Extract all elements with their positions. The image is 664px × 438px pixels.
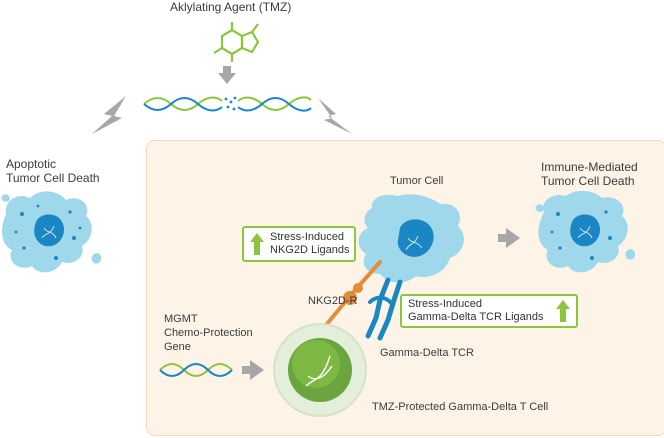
nkg2d-ligands-text: Stress-Induced NKG2D Ligands xyxy=(270,231,350,256)
nkg2d-r-label: NKG2D-R xyxy=(308,295,358,307)
nkg2d-ligands-callout: Stress-Induced NKG2D Ligands xyxy=(242,226,356,262)
gamma-delta-tcr-icon xyxy=(365,277,403,341)
lightning-bolt-left-icon xyxy=(92,96,126,134)
apoptotic-death-label: Apoptotic Tumor Cell Death xyxy=(6,157,100,185)
mgmt-gene-label: MGMT Chemo-Protection Gene xyxy=(164,313,253,353)
apoptotic-tumor-cell-icon xyxy=(1,191,102,273)
tmz-down-arrow-icon xyxy=(218,66,236,84)
tcell-interaction-panel xyxy=(146,140,664,436)
up-arrow-icon xyxy=(250,233,264,255)
dna-break-dots-icon xyxy=(224,96,237,111)
tumor-cell-icon xyxy=(358,194,464,283)
gamma-delta-tcr-label: Gamma-Delta TCR xyxy=(380,347,474,359)
dna-helix-top-icon xyxy=(143,96,312,112)
tumor-cell-label: Tumor Cell xyxy=(390,175,444,187)
tmz-protected-t-cell-label: TMZ-Protected Gamma-Delta T Cell xyxy=(372,401,549,413)
immune-mediated-dead-cell-icon xyxy=(535,190,636,273)
gamma-delta-t-cell-icon xyxy=(273,323,367,417)
gamma-delta-ligands-text: Stress-Induced Gamma-Delta TCR Ligands xyxy=(408,298,544,323)
immune-mediated-death-label: Immune-Mediated Tumor Cell Death xyxy=(541,160,638,188)
tmz-molecule-icon xyxy=(213,22,260,62)
gamma-delta-ligands-callout: Stress-Induced Gamma-Delta TCR Ligands xyxy=(400,294,578,328)
mgmt-dna-helix-icon xyxy=(159,363,233,377)
alkylating-agent-label: Aklylating Agent (TMZ) xyxy=(170,0,292,14)
lightning-bolt-right-icon xyxy=(318,98,352,134)
flow-arrow-right-icon xyxy=(498,228,520,248)
mgmt-arrow-icon xyxy=(242,360,264,380)
up-arrow-icon xyxy=(556,300,570,322)
